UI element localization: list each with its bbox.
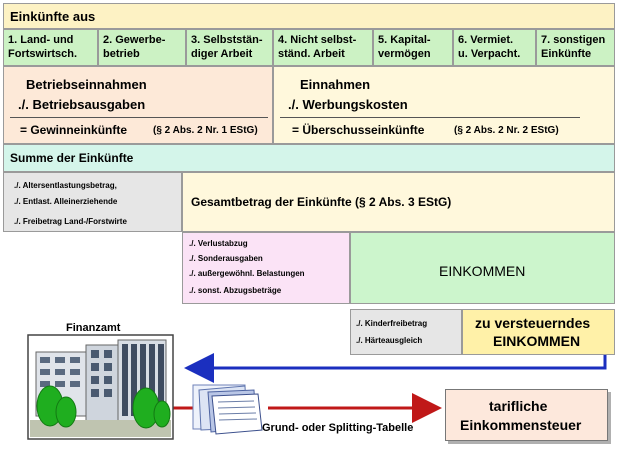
category-label: 1. Land- und [8, 34, 74, 46]
category-label: 6. Vermiet. [458, 34, 514, 46]
ueberschuss-cite: (§ 2 Abs. 2 Nr. 2 EStG) [454, 125, 559, 136]
category-6: 6. Vermiet. u. Verpacht. [453, 29, 536, 66]
category-label: 5. Kapital- [378, 34, 431, 46]
abzug-item: ./. Kinderfreibetrag [356, 319, 428, 328]
category-label: betrieb [103, 48, 140, 60]
gewinn-block: Betriebseinnahmen ./. Betriebsausgaben =… [3, 66, 273, 144]
abzug-item: ./. Freibetrag Land-/Forstwirte [14, 217, 127, 226]
ueberschuss-line1: Einnahmen [300, 77, 371, 92]
abzug-item: ./. Altersentlastungsbetrag, [14, 181, 117, 190]
ueberschuss-divider [280, 117, 580, 118]
abzuege3-block: ./. Kinderfreibetrag ./. Härteausgleich [350, 309, 462, 355]
gesamtbetrag-block: Gesamtbetrag der Einkünfte (§ 2 Abs. 3 E… [182, 172, 615, 232]
gewinn-cite: (§ 2 Abs. 2 Nr. 1 EStG) [153, 125, 258, 136]
ueberschuss-result: = Überschusseinkünfte [292, 123, 425, 137]
category-label: ständ. Arbeit [278, 48, 345, 60]
steuer-block: tarifliche Einkommensteuer [445, 389, 608, 441]
abzug-item: ./. Entlast. Alleinerziehende [14, 197, 118, 206]
abzuege2-block: ./. Verlustabzug ./. Sonderausgaben ./. … [182, 232, 350, 304]
zve-block: zu versteuerndes EINKOMMEN [462, 309, 615, 355]
category-label: 3. Selbststän- [191, 34, 263, 46]
gewinn-line1: Betriebseinnahmen [26, 77, 147, 92]
abzug-item: ./. sonst. Abzugsbeträge [189, 286, 282, 295]
category-4: 4. Nicht selbst-ständ. Arbeit [273, 29, 373, 66]
summe-label: Summe der Einkünfte [10, 151, 134, 165]
einkommen-block: EINKOMMEN [350, 232, 615, 304]
abzug-item: ./. Sonderausgaben [189, 254, 263, 263]
category-label: vermögen [378, 48, 431, 60]
category-label: diger Arbeit [191, 48, 253, 60]
zve-line2: EINKOMMEN [493, 333, 581, 349]
header-einkuenfte-aus: Einkünfte aus [3, 3, 615, 29]
gewinn-line2: ./. Betriebsausgaben [18, 97, 146, 112]
steuer-line1: tarifliche [489, 398, 548, 414]
einkommen-label: EINKOMMEN [439, 263, 526, 279]
finanzamt-label: Finanzamt [66, 322, 121, 334]
category-2: 2. Gewerbe-betrieb [98, 29, 186, 66]
summe-block: Summe der Einkünfte [3, 144, 615, 172]
abzug-item: ./. Härteausgleich [356, 336, 423, 345]
category-3: 3. Selbststän-diger Arbeit [186, 29, 273, 66]
category-label: 7. sonstigen [541, 34, 606, 46]
gewinn-result: = Gewinneinkünfte [20, 123, 128, 137]
gewinn-divider [10, 117, 268, 118]
steuer-line2: Einkommensteuer [460, 417, 582, 433]
gesamtbetrag-label: Gesamtbetrag der Einkünfte (§ 2 Abs. 3 E… [191, 195, 452, 209]
zve-line1: zu versteuerndes [475, 315, 591, 331]
category-label: Fortswirtsch. [8, 48, 78, 60]
category-5: 5. Kapital-vermögen [373, 29, 453, 66]
abzuege1-block: ./. Altersentlastungsbetrag, ./. Entlast… [3, 172, 182, 232]
category-label: 4. Nicht selbst- [278, 34, 357, 46]
header-title: Einkünfte aus [10, 9, 96, 24]
ueberschuss-block: Einnahmen ./. Werbungskosten = Überschus… [273, 66, 615, 144]
category-label: Einkünfte [541, 48, 592, 60]
tabelle-label: Grund- oder Splitting-Tabelle [262, 422, 414, 434]
abzug-item: ./. Verlustabzug [189, 239, 248, 248]
category-label: u. Verpacht. [458, 48, 521, 60]
arrow-zve-to-finanzamt [184, 353, 607, 383]
category-label: 2. Gewerbe- [103, 34, 166, 46]
abzug-item: ./. außergewöhnl. Belastungen [189, 269, 305, 278]
ueberschuss-line2: ./. Werbungskosten [288, 97, 408, 112]
